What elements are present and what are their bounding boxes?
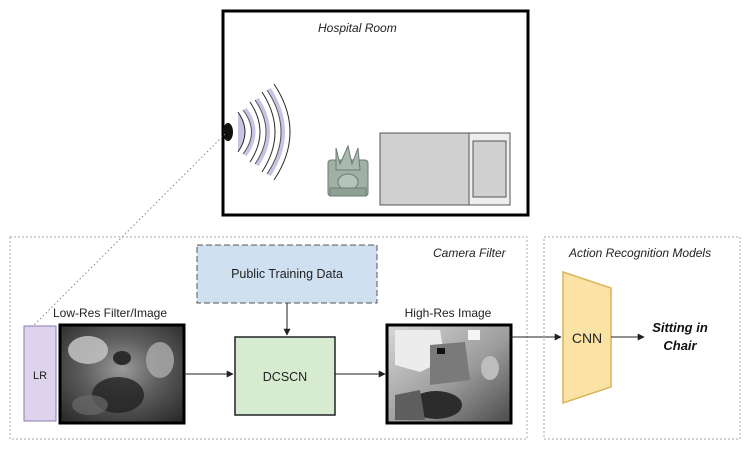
lr-label: LR (33, 370, 47, 382)
cnn-block (562, 270, 612, 405)
output-label-line1: Sitting in (652, 320, 708, 335)
dcscn-box (234, 336, 336, 416)
camera-icon (223, 123, 233, 141)
person-in-chair-icon (327, 144, 369, 197)
action-recognition-title: Action Recognition Models (568, 246, 711, 260)
hospital-room-title: Hospital Room (318, 21, 397, 35)
lowres-image (58, 323, 186, 425)
camera-filter-panel: Camera Filter LR Low-Res Filter/Image Pu… (9, 236, 528, 440)
hospital-room: Hospital Room (221, 9, 530, 217)
lr-box (23, 325, 57, 422)
bed-icon (379, 132, 511, 206)
dcscn-label: DCSCN (263, 370, 307, 384)
public-training-data-box (196, 244, 378, 304)
public-training-data-label: Public Training Data (231, 267, 343, 281)
lowres-image-label: Low-Res Filter/Image (53, 306, 167, 320)
camera-link-line (32, 133, 226, 327)
output-label-line2: Chair (663, 338, 697, 353)
highres-image-label: High-Res Image (405, 306, 492, 320)
action-recognition-panel: Action Recognition Models CNN Sitting in… (543, 236, 741, 440)
signal-waves-icon (237, 83, 291, 181)
cnn-label: CNN (572, 330, 602, 346)
camera-filter-title: Camera Filter (433, 246, 507, 260)
highres-image (385, 323, 513, 425)
